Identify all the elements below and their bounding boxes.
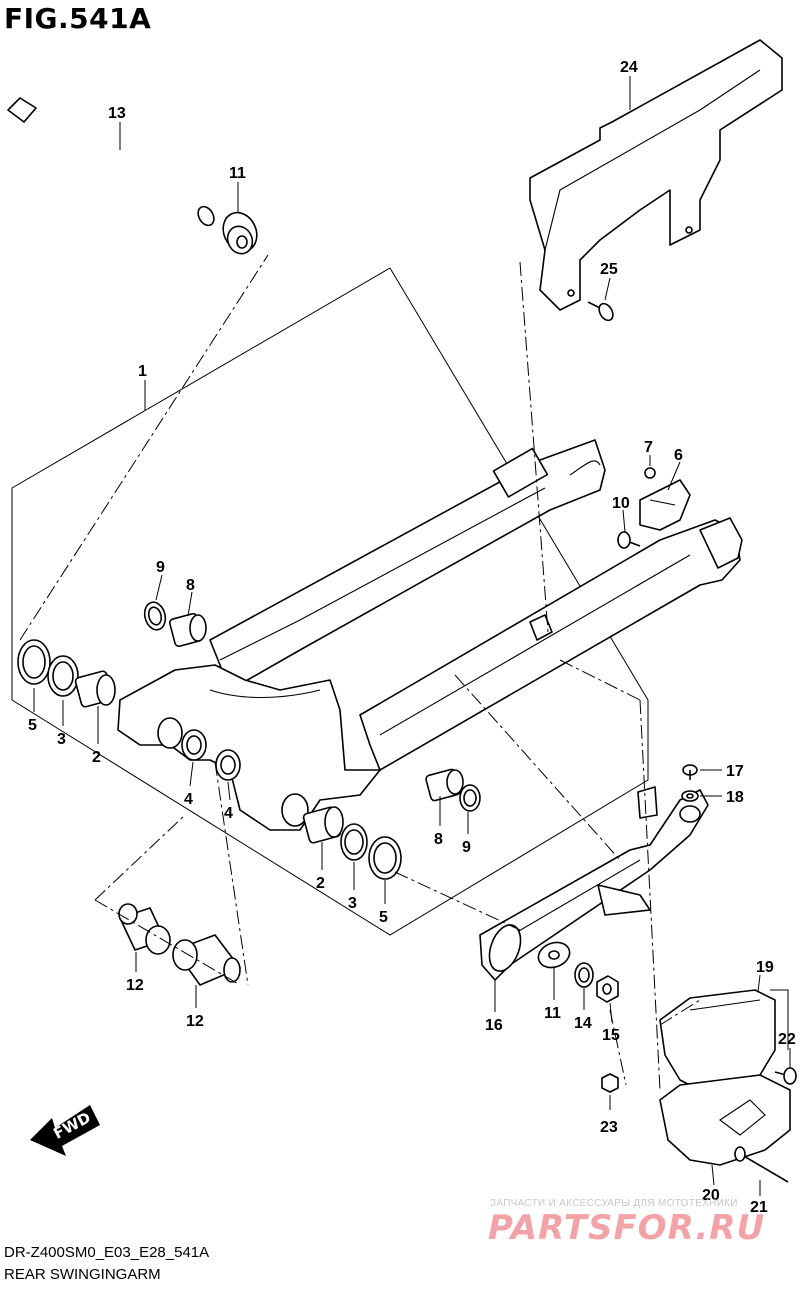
- callout-1: 1: [138, 363, 147, 380]
- watermark-tagline: ЗАПЧАСТИ И АКСЕССУАРЫ ДЛЯ МОТОТЕХНИКИ: [490, 1198, 738, 1209]
- leader-lines: [33, 76, 791, 1196]
- callout-9b: 9: [462, 839, 471, 856]
- part-1-swingarm[interactable]: [117, 439, 743, 831]
- callout-labels: 1 13 11 24 25 7 6 10 9 8 5 3 2 4 4 8 9 2…: [28, 59, 796, 1216]
- part-2-bearing-right[interactable]: [302, 806, 344, 844]
- callout-8a: 8: [186, 577, 195, 594]
- part-5-seal-left[interactable]: [17, 639, 51, 685]
- callout-5a: 5: [28, 717, 37, 734]
- callout-17: 17: [726, 763, 744, 780]
- callout-4a: 4: [184, 791, 193, 808]
- part-16-chain-buffer[interactable]: [479, 786, 709, 981]
- callout-24: 24: [620, 59, 638, 76]
- part-15-nut[interactable]: [596, 975, 619, 1003]
- part-4-spacer-a[interactable]: [181, 729, 207, 761]
- callout-18: 18: [726, 789, 744, 806]
- part-3-washer-right[interactable]: [340, 823, 368, 861]
- callout-2b: 2: [316, 875, 325, 892]
- part-23-nut[interactable]: [601, 1073, 619, 1093]
- callout-9a: 9: [156, 559, 165, 576]
- fwd-arrow-icon: FWD: [30, 1105, 100, 1156]
- callout-7: 7: [644, 439, 653, 456]
- callout-2a: 2: [92, 749, 101, 766]
- callout-25: 25: [600, 261, 618, 278]
- callout-19: 19: [756, 959, 774, 976]
- part-9-seal-lower[interactable]: [459, 784, 481, 812]
- callout-23: 23: [600, 1119, 618, 1136]
- callout-5b: 5: [379, 909, 388, 926]
- part-21-bolt[interactable]: [734, 1146, 789, 1183]
- callout-22: 22: [778, 1031, 796, 1048]
- part-12-spacer-b[interactable]: [172, 934, 241, 986]
- diagram-name: REAR SWINGINGARM: [4, 1266, 161, 1283]
- part-6-guide[interactable]: [639, 479, 691, 531]
- part-25-screw[interactable]: [587, 301, 616, 323]
- callout-11a: 11: [229, 165, 246, 182]
- callout-6: 6: [674, 447, 683, 464]
- callout-21: 21: [750, 1199, 768, 1216]
- part-13-pivot-bolt[interactable]: [7, 97, 217, 228]
- part-9-seal-upper[interactable]: [142, 600, 169, 632]
- callout-10: 10: [612, 495, 630, 512]
- part-8-bearing-lower[interactable]: [425, 768, 464, 802]
- part-4-spacer-b[interactable]: [215, 749, 241, 781]
- callout-8b: 8: [434, 831, 443, 848]
- part-11-washer-lower[interactable]: [535, 938, 573, 971]
- callout-11b: 11: [544, 1005, 561, 1022]
- callout-3a: 3: [57, 731, 66, 748]
- part-2-bearing-left[interactable]: [74, 670, 116, 708]
- part-7-screw[interactable]: [644, 467, 656, 479]
- callout-14: 14: [574, 1015, 592, 1032]
- part-22-bolt[interactable]: [774, 1067, 797, 1085]
- part-19-chain-guide-cover[interactable]: [659, 989, 776, 1091]
- callout-12b: 12: [186, 1013, 204, 1030]
- part-11-washer-top[interactable]: [217, 207, 263, 258]
- callout-15: 15: [602, 1027, 620, 1044]
- watermark-logo: PARTSFOR.RU: [488, 1208, 766, 1248]
- assembly-outline: [11, 267, 649, 936]
- part-17-screw[interactable]: [682, 764, 698, 780]
- part-3-washer-left[interactable]: [47, 655, 79, 697]
- callout-4b: 4: [224, 805, 233, 822]
- part-12-spacer-a[interactable]: [118, 903, 171, 955]
- part-20-chain-guide[interactable]: [659, 1074, 791, 1166]
- part-10-bolt[interactable]: [617, 531, 641, 549]
- callout-16: 16: [485, 1017, 503, 1034]
- part-14-washer[interactable]: [574, 962, 594, 988]
- diagram-code: DR-Z400SM0_E03_E28_541A: [4, 1244, 210, 1261]
- callout-12a: 12: [126, 977, 144, 994]
- dash-dot-lines: [19, 254, 701, 1091]
- part-24-chain-case[interactable]: [529, 39, 783, 311]
- part-18-washer[interactable]: [681, 790, 699, 802]
- callout-20: 20: [702, 1187, 720, 1204]
- part-5-seal-right[interactable]: [368, 836, 402, 880]
- figure-title: FIG.541A: [4, 2, 152, 35]
- callout-3b: 3: [348, 895, 357, 912]
- callout-13: 13: [108, 105, 126, 122]
- part-8-bearing-upper[interactable]: [168, 612, 207, 648]
